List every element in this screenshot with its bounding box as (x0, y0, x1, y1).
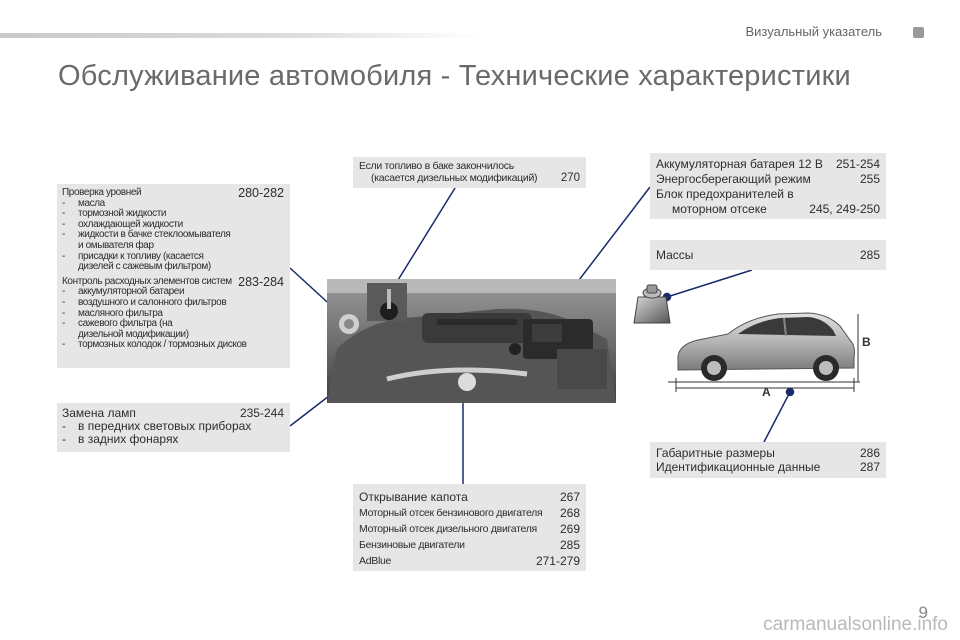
mass-row: Массы 285 (656, 248, 880, 262)
list-item: -в задних фонарях (62, 432, 179, 446)
dimensions-label: Габаритные размеры (656, 446, 775, 460)
list-item-continuation: дизелей с сажевым фильтром) (78, 261, 211, 273)
list-item: -тормозных колодок / тормозных дисков (62, 339, 247, 351)
mass-label: Массы (656, 248, 694, 262)
engine-bay-photo (327, 279, 616, 403)
petrol-engines-row: Бензиновые двигатели 285 (359, 537, 580, 553)
header-rule (0, 33, 480, 38)
energy-saving-label: Энергосберегающий режим (656, 172, 811, 186)
identification-label: Идентификационные данные (656, 460, 821, 474)
fuse-box-row: Блок предохранителей в (656, 187, 794, 201)
identification-pages[interactable]: 287 (859, 460, 880, 474)
adblue-row: AdBlue 271-279 (359, 553, 580, 569)
diesel-bay-row: Моторный отсек дизельного двигателя 269 (359, 521, 580, 537)
list-item: -жидкости в бачке стеклоомывателя (62, 229, 231, 241)
hood-opening-callout: Открывание капота 267 Моторный отсек бен… (353, 484, 586, 571)
petrol-bay-label: Моторный отсек бензинового двигателя (359, 507, 543, 519)
page-title: Обслуживание автомобиля - Технические ха… (58, 60, 851, 92)
petrol-bay-row: Моторный отсек бензинового двигателя 268 (359, 505, 580, 521)
battery-pages[interactable]: 251-254 (835, 157, 880, 171)
hood-row: Открывание капота 267 (359, 489, 580, 505)
levels-heading: Проверка уровней (62, 187, 142, 198)
leader-line-mass (666, 269, 753, 298)
fuel-line-1: Если топливо в баке закончилось (359, 160, 514, 172)
dimension-label-a: A (762, 385, 771, 399)
leader-line-fuel (389, 187, 456, 294)
mass-callout: Массы 285 (650, 240, 886, 270)
watermark: carmanualsonline.info (763, 614, 948, 635)
list-item: -масляного фильтра (62, 307, 163, 319)
fuel-pages[interactable]: 270 (560, 172, 580, 184)
fuse-box-row-2: моторном отсеке 245, 249-250 (656, 202, 880, 217)
list-item: -в передних световых приборах (62, 419, 252, 433)
dimension-label-b: B (862, 335, 871, 349)
lamps-pages[interactable]: 235-244 (239, 406, 284, 420)
battery-label: Аккумуляторная батарея 12 В (656, 157, 823, 171)
list-item: -сажевого фильтра (на (62, 318, 173, 330)
fuse-box-pages[interactable]: 245, 249-250 (809, 202, 880, 216)
fuel-line-2: (касается дизельных модификаций) (371, 172, 538, 184)
weight-icon (632, 283, 672, 330)
consumables-heading-row: Контроль расходных элементов систем 283-… (62, 274, 284, 289)
petrol-engines-pages[interactable]: 285 (559, 538, 580, 552)
fuel-empty-callout: Если топливо в баке закончилось (касаетс… (353, 157, 586, 188)
petrol-engines-label: Бензиновые двигатели (359, 539, 465, 551)
lamps-heading: Замена ламп (62, 406, 136, 420)
corner-mark (913, 27, 924, 38)
list-item: -охлаждающей жидкости (62, 218, 183, 230)
dimensions-pages[interactable]: 286 (859, 446, 880, 460)
levels-heading-row: Проверка уровней 280-282 (62, 186, 284, 200)
list-item: -масла (62, 197, 105, 209)
adblue-label: AdBlue (359, 555, 392, 567)
list-item: -аккумуляторной батареи (62, 286, 185, 298)
lamp-replacement-callout: Замена ламп 235-244 -в передних световых… (57, 403, 290, 452)
energy-saving-row: Энергосберегающий режим 255 (656, 172, 880, 187)
levels-pages[interactable]: 280-282 (238, 186, 284, 200)
list-item: -воздушного и салонного фильтров (62, 296, 227, 308)
car-dimensions-diagram: A B (668, 296, 888, 407)
list-item: -тормозной жидкости (62, 208, 167, 220)
lamps-heading-row: Замена ламп 235-244 (62, 407, 284, 420)
hood-row-pages[interactable]: 267 (559, 490, 580, 504)
diesel-bay-label: Моторный отсек дизельного двигателя (359, 523, 537, 535)
energy-saving-pages[interactable]: 255 (859, 172, 880, 186)
identification-row: Идентификационные данные 287 (656, 460, 880, 474)
hood-row-label: Открывание капота (359, 490, 468, 504)
mass-pages[interactable]: 285 (859, 248, 880, 262)
fluid-levels-callout: Проверка уровней 280-282 -масла -тормозн… (57, 184, 290, 368)
petrol-bay-pages[interactable]: 268 (559, 506, 580, 520)
adblue-pages[interactable]: 271-279 (535, 554, 580, 568)
dimensions-row: Габаритные размеры 286 (656, 446, 880, 460)
fuel-line-2-row: (касается дизельных модификаций) 270 (359, 172, 580, 184)
consumables-heading: Контроль расходных элементов систем (62, 275, 232, 287)
section-header: Визуальный указатель (745, 24, 882, 39)
battery-callout: Аккумуляторная батарея 12 В 251-254 Энер… (650, 153, 886, 219)
list-item-continuation: дизельной модификации) (78, 328, 189, 340)
fuse-box-label: моторном отсеке (672, 202, 767, 216)
list-item: -присадки к топливу (касается (62, 250, 204, 262)
list-item-continuation: и омывателя фар (78, 239, 154, 251)
leader-line-dims (763, 391, 791, 443)
dimensions-callout: Габаритные размеры 286 Идентификационные… (650, 442, 886, 478)
diesel-bay-pages[interactable]: 269 (559, 522, 580, 536)
consumables-pages[interactable]: 283-284 (238, 274, 284, 289)
page-number: 9 (918, 603, 928, 622)
battery-row: Аккумуляторная батарея 12 В 251-254 (656, 157, 880, 172)
